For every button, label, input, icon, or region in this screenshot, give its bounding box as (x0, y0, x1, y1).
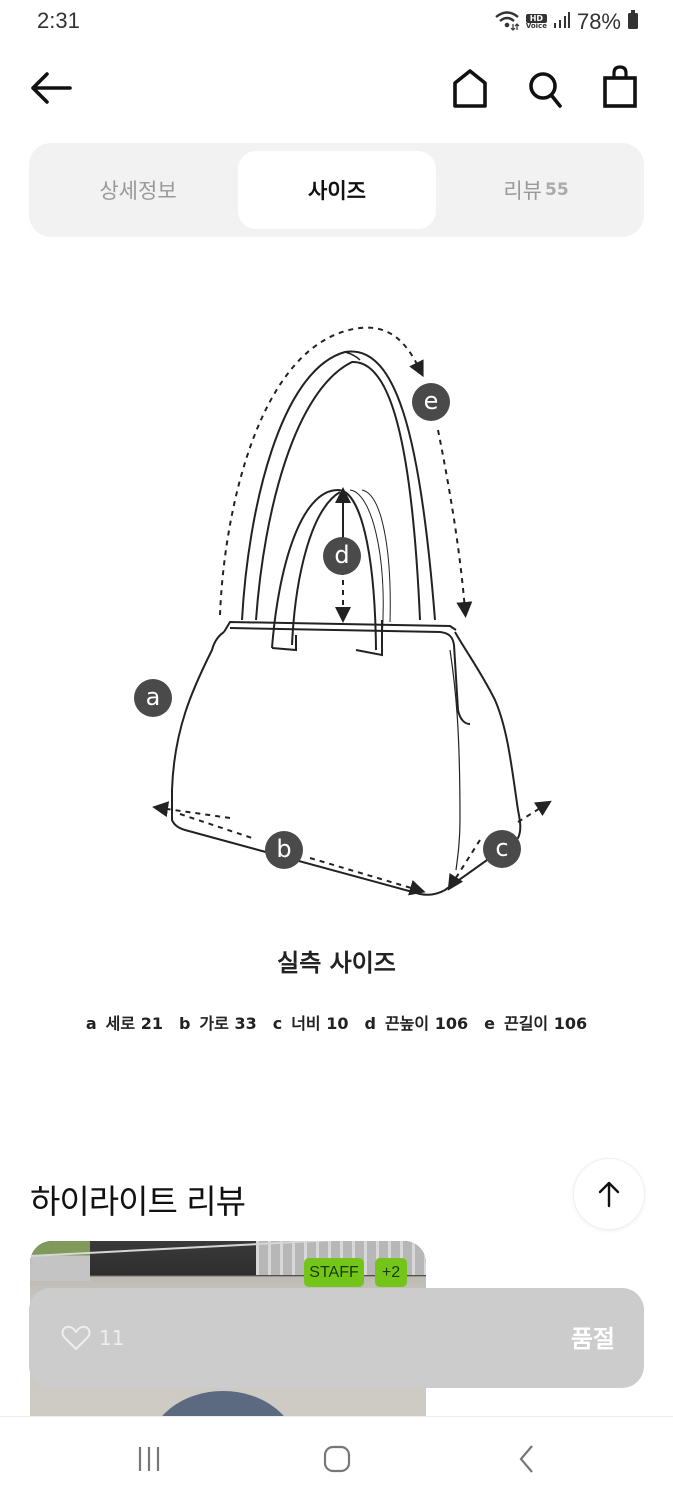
battery-icon (627, 10, 639, 34)
badge-a: a (134, 679, 172, 717)
like-button[interactable]: 11 (61, 1324, 124, 1352)
shopping-bag-icon (603, 65, 637, 108)
review-count: 55 (544, 180, 569, 200)
search-button[interactable] (524, 66, 568, 110)
system-nav-bar (0, 1416, 673, 1500)
size-diagram: e d a b c (120, 310, 560, 900)
tab-detail-info[interactable]: 상세정보 (99, 179, 177, 203)
purchase-bar: 11 품절 (29, 1288, 644, 1388)
status-bar: 2:31 HD Voice 78% (0, 0, 673, 46)
back-button[interactable] (28, 68, 74, 108)
heart-icon (61, 1325, 91, 1350)
recent-apps-icon (138, 1447, 160, 1471)
badge-b: b (265, 831, 303, 869)
badge-e: e (412, 383, 450, 421)
highlight-review-title: 하이라이트 리뷰 (30, 1182, 246, 1221)
signal-icon (553, 11, 571, 33)
back-chevron-icon (519, 1445, 533, 1473)
recent-apps-button[interactable] (127, 1439, 171, 1479)
home-system-button[interactable] (315, 1439, 359, 1479)
hd-voice-icon: HD Voice (525, 14, 547, 30)
sold-out-button[interactable]: 품절 (570, 1325, 615, 1353)
arrow-up-icon (598, 1181, 620, 1208)
scroll-to-top-button[interactable] (573, 1158, 645, 1230)
battery-percent: 78% (576, 9, 621, 34)
staff-tag: STAFF (304, 1258, 364, 1287)
badge-c: c (483, 830, 521, 868)
home-circle-icon (323, 1445, 351, 1473)
handbag-illustration (152, 326, 552, 896)
home-button[interactable] (448, 66, 492, 110)
search-icon (529, 72, 562, 108)
cart-button[interactable] (598, 64, 642, 110)
back-arrow-icon (31, 72, 72, 104)
tab-size[interactable]: 사이즈 (238, 151, 436, 229)
top-nav (0, 60, 673, 116)
size-section-title: 실측 사이즈 (277, 949, 396, 977)
like-count: 11 (99, 1326, 125, 1350)
wifi-icon (494, 9, 520, 35)
badge-d: d (323, 537, 361, 575)
more-tags-badge: +2 (375, 1258, 407, 1287)
home-icon (453, 69, 487, 108)
back-system-button[interactable] (505, 1439, 549, 1479)
status-time: 2:31 (37, 8, 80, 33)
